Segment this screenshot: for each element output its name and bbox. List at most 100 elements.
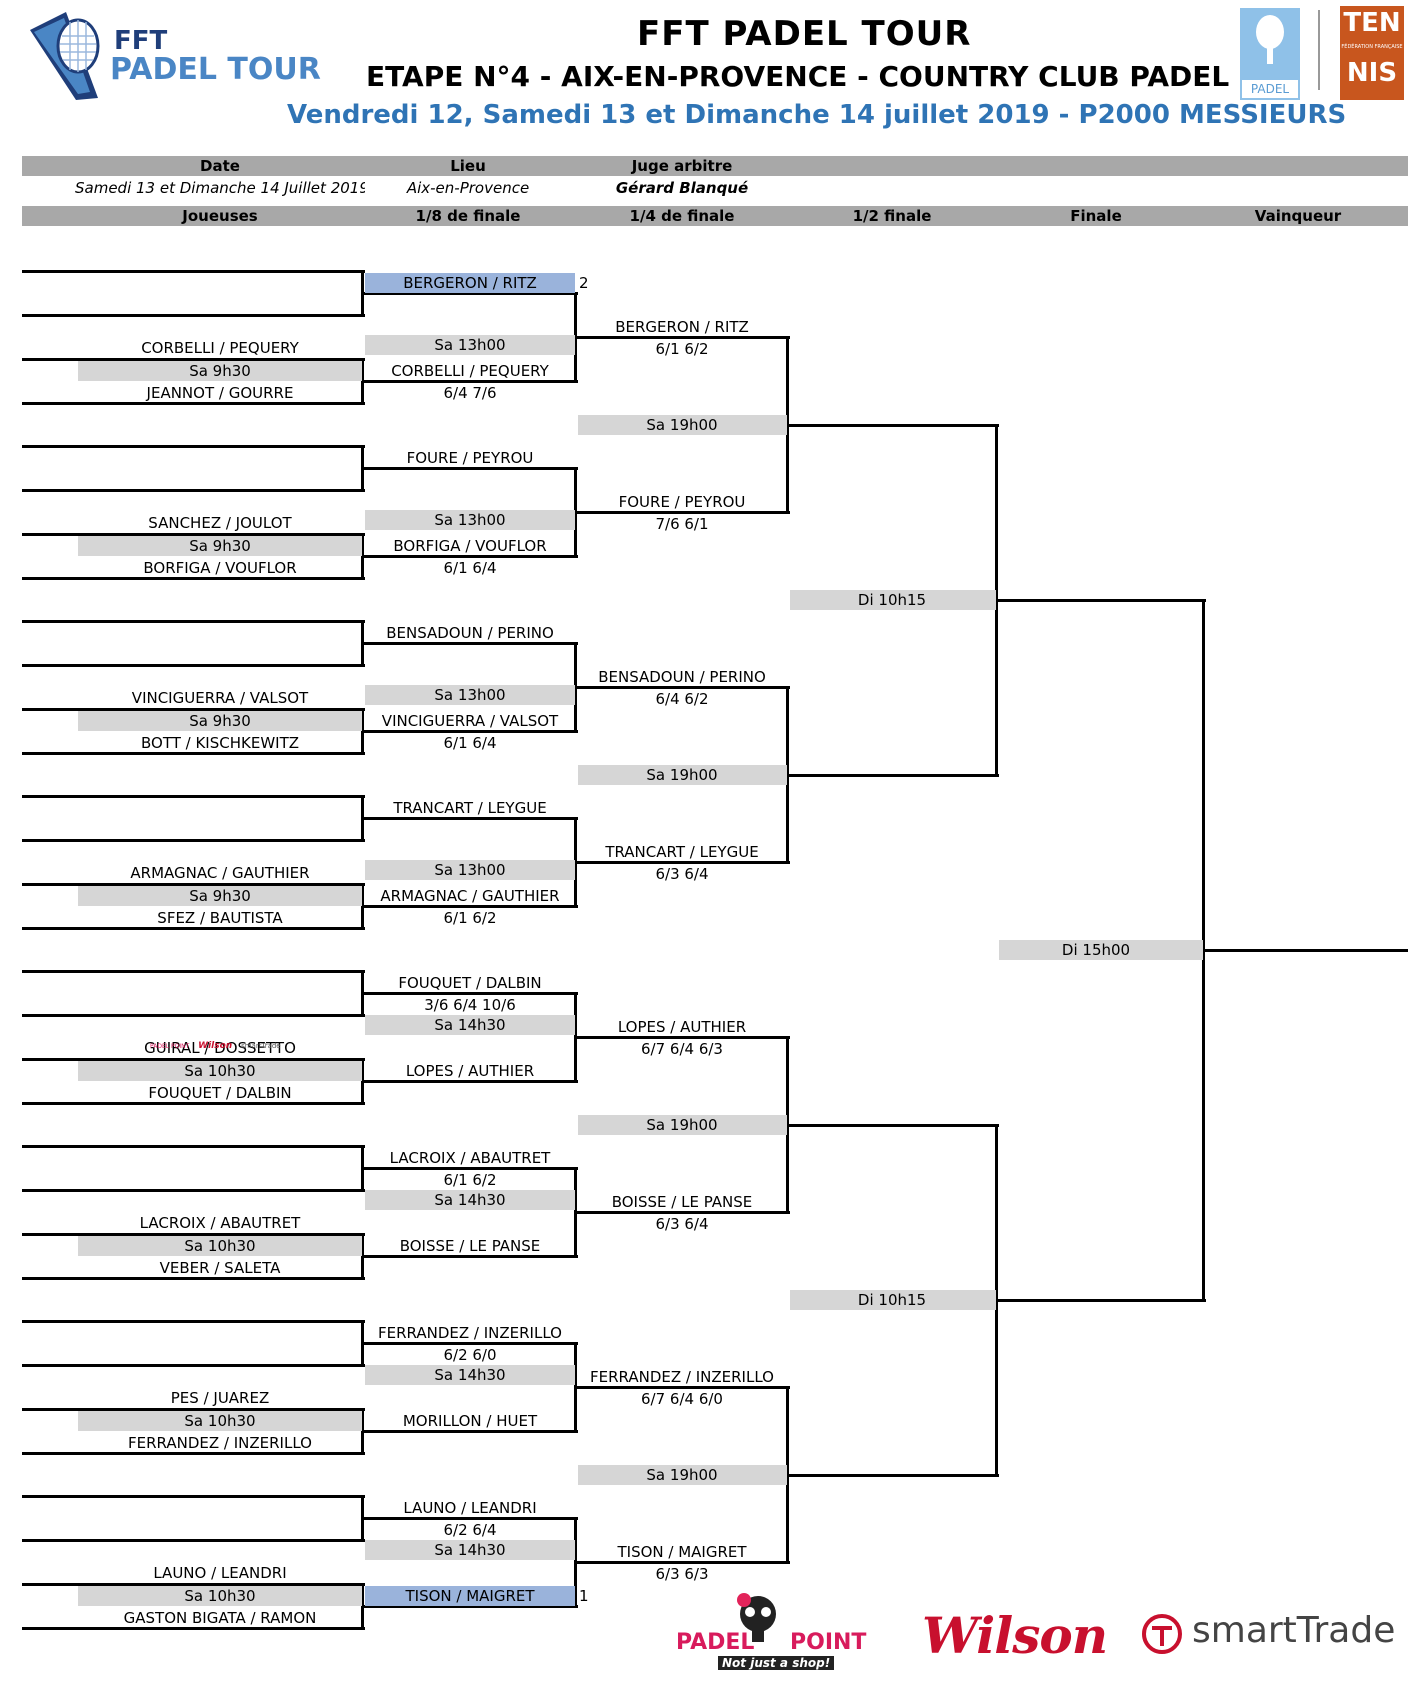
r16-team: BORFIGA / VOUFLOR: [393, 537, 547, 555]
padel-logo-label: PADEL: [1240, 78, 1300, 100]
match-time: Sa 14h30: [434, 1016, 506, 1034]
r16-score: 6/1 6/2: [443, 909, 497, 927]
match-time-band: [78, 1586, 362, 1606]
match-time: Sa 9h30: [189, 712, 251, 730]
match-time-band: [78, 1061, 362, 1081]
draw-line: [22, 1452, 365, 1455]
match-time: Sa 13h00: [434, 511, 506, 529]
qf-line: [575, 686, 790, 689]
fft-padel-logo: PADEL: [1240, 8, 1300, 100]
first-round-team: GUIRAL / DOSSETTO: [144, 1039, 296, 1057]
match-time: Di 15h00: [1061, 940, 1131, 959]
seed-band: [365, 1586, 575, 1606]
match-time: Sa 10h30: [184, 1412, 256, 1430]
r16-team: FOUQUET / DALBIN: [398, 974, 542, 992]
draw-line: [22, 1320, 365, 1323]
r16-team: LOPES / AUTHIER: [405, 1062, 535, 1080]
match-time-band: [365, 1365, 575, 1385]
qf-score: 6/3 6/3: [655, 1565, 709, 1583]
r16-line: [362, 1430, 578, 1433]
logo-text-fft: FFT: [114, 26, 168, 56]
lieu-label: Lieu: [450, 157, 486, 175]
match-time-band: [78, 711, 362, 731]
skull-icon: [737, 1593, 776, 1642]
match-time-band: [365, 1015, 575, 1035]
draw-line: [22, 664, 365, 667]
page-subtitle: ETAPE N°4 - AIX-EN-PROVENCE - COUNTRY CL…: [366, 60, 1230, 93]
mini-sponsor-strip: PADEL POINT Wilson smartTrade: [150, 1040, 290, 1052]
col-final: Finale: [1070, 207, 1122, 225]
logo-divider: [1318, 10, 1320, 90]
match-time: Sa 19h00: [646, 415, 718, 434]
draw-line: [22, 1408, 365, 1411]
r16-team: LAUNO / LEANDRI: [403, 1499, 537, 1517]
mini-wilson: Wilson: [198, 1041, 233, 1051]
smarttrade-icon: [1142, 1614, 1182, 1654]
qf-team: BENSADOUN / PERINO: [598, 668, 766, 686]
r16-score: 6/1 6/4: [443, 734, 497, 752]
match-time: Sa 10h30: [184, 1237, 256, 1255]
draw-line: [22, 533, 365, 536]
draw-line: [22, 752, 365, 755]
mini-padel-point: PADEL POINT: [150, 1043, 190, 1050]
col-joueuses: Joueuses: [182, 207, 258, 225]
r16-line: [362, 555, 578, 558]
draw-line: [22, 314, 365, 317]
final-line: [996, 1298, 1206, 1302]
draw-line: [22, 577, 365, 580]
sponsor-padel-point: PADEL POINT Not just a shop!: [676, 1592, 866, 1674]
first-round-team: VINCIGUERRA / VALSOT: [131, 689, 309, 707]
match-time: Sa 9h30: [189, 537, 251, 555]
match-time-band: [365, 335, 575, 355]
first-round-team: SANCHEZ / JOULOT: [148, 514, 292, 532]
match-time-band: [78, 886, 362, 906]
smarttrade-text: smartTrade: [1192, 1610, 1396, 1651]
first-round-team: GASTON BIGATA / RAMON: [123, 1609, 317, 1627]
match-time-band: [578, 1464, 787, 1485]
qf-team: BERGERON / RITZ: [615, 318, 749, 336]
mini-smarttrade: smartTrade: [241, 1042, 281, 1050]
draw-line: [22, 1102, 365, 1105]
qf-score: 6/4 6/2: [655, 690, 709, 708]
draw-line: [22, 1058, 365, 1061]
r16-team: LACROIX / ABAUTRET: [389, 1149, 551, 1167]
r16-line: [362, 1605, 578, 1608]
match-time-band: [78, 1411, 362, 1431]
draw-line: [22, 708, 365, 711]
qf-team: BOISSE / LE PANSE: [611, 1193, 753, 1211]
first-round-team: VEBER / SALETA: [159, 1259, 281, 1277]
sf-line: [787, 773, 999, 777]
qf-line: [575, 511, 790, 514]
qf-score: 6/7 6/4 6/0: [641, 1390, 723, 1408]
qf-score: 6/7 6/4 6/3: [641, 1040, 723, 1058]
sponsor-smarttrade: smartTrade: [1140, 1610, 1410, 1660]
first-round-team: CORBELLI / PEQUERY: [141, 339, 299, 357]
qf-team: LOPES / AUTHIER: [617, 1018, 747, 1036]
match-time: Sa 13h00: [434, 686, 506, 704]
match-time-band: [78, 361, 362, 381]
draw-line: [22, 1627, 365, 1630]
col-winner: Vainqueur: [1254, 207, 1342, 225]
first-round-team: BORFIGA / VOUFLOR: [143, 559, 297, 577]
match-time-band: [790, 1289, 996, 1310]
r16-line: [362, 1342, 578, 1345]
juge-label: Juge arbitre: [631, 157, 733, 175]
r16-line: [362, 642, 578, 645]
qf-team: FERRANDEZ / INZERILLO: [590, 1368, 774, 1386]
padel-point-tagline: Not just a shop!: [718, 1656, 835, 1670]
r16-team: MORILLON / HUET: [402, 1412, 538, 1430]
r16-line: [362, 817, 578, 820]
columns-header-bar: [22, 206, 1408, 226]
draw-line: [22, 445, 365, 448]
lieu-value: Aix-en-Provence: [406, 179, 530, 197]
r16-team: ARMAGNAC / GAUTHIER: [380, 887, 560, 905]
draw-line: [22, 970, 365, 973]
info-header-bar: [22, 156, 1408, 176]
draw-line: [22, 1364, 365, 1367]
r16-score: 6/1 6/4: [443, 559, 497, 577]
tennis-logo-line2: NIS: [1346, 58, 1398, 88]
sf-line: [787, 1123, 999, 1127]
match-time: Di 10h15: [857, 1290, 927, 1309]
draw-line: [22, 1539, 365, 1542]
r16-score: 6/2 6/4: [443, 1521, 497, 1539]
